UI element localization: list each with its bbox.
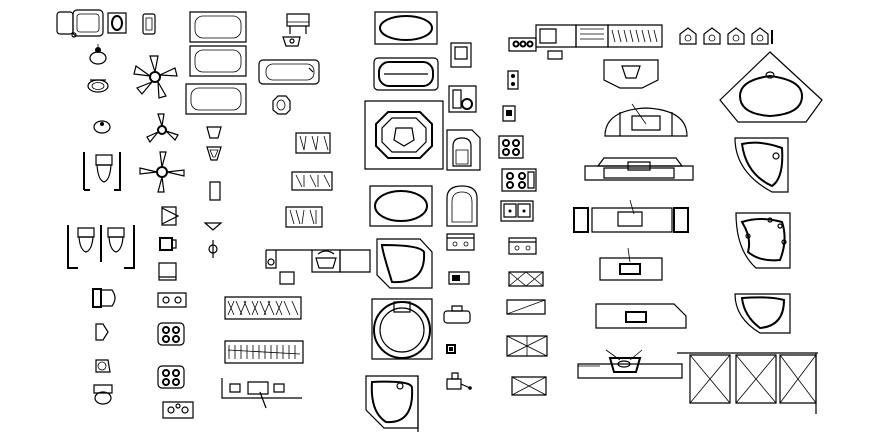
hob-four-burner-c-symbol bbox=[499, 136, 523, 158]
sink-small-oval-symbol bbox=[444, 306, 470, 323]
urinal-small-symbol bbox=[143, 14, 155, 34]
wall-basin-side-symbol bbox=[283, 37, 300, 46]
vanity-unit-a-symbol bbox=[296, 133, 330, 153]
vanity-sink-detail-symbol bbox=[578, 350, 682, 378]
basin-small-symbol bbox=[94, 121, 110, 133]
kitchen-run-a-symbol bbox=[225, 297, 301, 319]
bathtub-rect-b-symbol bbox=[190, 46, 246, 76]
toilet-small-symbol bbox=[96, 360, 110, 372]
vanity-double-end-symbol bbox=[574, 200, 688, 232]
wall-basin-round-symbol bbox=[90, 44, 106, 64]
ceiling-fan-five-blade-icon bbox=[134, 56, 177, 98]
fridge-top-symbol bbox=[451, 43, 471, 67]
hatched-kitchen-strip-symbol bbox=[536, 25, 662, 59]
basin-pedestal-side-symbol bbox=[162, 207, 178, 225]
hob-two-burner-small-symbol bbox=[509, 38, 536, 51]
oval-bath-in-frame-symbol bbox=[375, 12, 437, 44]
cross-box-a-symbol bbox=[509, 272, 543, 286]
vanity-speckle-counter-symbol bbox=[600, 248, 662, 280]
double-sink-symbol bbox=[501, 201, 533, 221]
corner-bath-shell-symbol bbox=[735, 138, 788, 192]
ceiling-fan-three-blade-icon bbox=[147, 114, 178, 142]
wc-pan-small-a-symbol bbox=[207, 127, 221, 138]
stove-two-burner-symbol bbox=[447, 234, 474, 250]
triple-cross-panel-symbol bbox=[677, 353, 818, 414]
oven-arched-symbol bbox=[447, 186, 477, 226]
corner-bath-jacuzzi-symbol bbox=[736, 213, 790, 268]
hob-four-burner-b-symbol bbox=[158, 366, 184, 388]
cross-box-d-symbol bbox=[512, 377, 546, 395]
basin-oval-symbol bbox=[88, 80, 108, 92]
vanity-unit-b-symbol bbox=[292, 172, 332, 190]
corner-bath-large-symbol bbox=[720, 52, 822, 122]
round-spa-tub-symbol bbox=[372, 299, 432, 359]
bath-with-rim-symbol bbox=[374, 58, 438, 90]
crosshatch-panel-symbol bbox=[340, 250, 370, 272]
washing-machine-small-symbol bbox=[160, 238, 176, 250]
toilet-cubicle-symbol bbox=[84, 152, 120, 190]
wc-pan-small-b-symbol bbox=[207, 147, 221, 160]
tap-valve-symbol bbox=[209, 240, 217, 258]
corner-bath-b-symbol bbox=[366, 376, 418, 432]
corner-bath-a-symbol bbox=[377, 239, 432, 288]
hob-two-burner-symbol bbox=[158, 293, 186, 307]
drain-point-symbol bbox=[447, 345, 455, 353]
hob-four-burner-d-symbol bbox=[502, 169, 536, 191]
kitchen-layout-detail-symbol bbox=[222, 378, 302, 408]
kitchen-sink-elevation-symbol bbox=[312, 250, 340, 272]
cross-box-c-symbol bbox=[507, 336, 547, 356]
kettle-appliance-symbol bbox=[447, 373, 472, 390]
double-toilet-cubicle-symbol bbox=[68, 225, 134, 268]
floor-drain-symbol bbox=[273, 96, 290, 114]
vanity-unit-c-symbol bbox=[286, 207, 322, 227]
square-sink-symbol bbox=[159, 263, 176, 280]
cooktop-symbol bbox=[509, 238, 536, 254]
hob-four-burner-a-symbol bbox=[158, 323, 184, 345]
oval-bath-frame-b-symbol bbox=[370, 186, 432, 226]
washer-dryer-symbol bbox=[449, 86, 476, 112]
wall-lamp-row-symbol bbox=[680, 28, 772, 44]
toilet-top-view-symbol bbox=[57, 10, 103, 37]
shower-head-symbol bbox=[205, 223, 221, 230]
bathtub-rect-a-symbol bbox=[190, 12, 246, 42]
hob-three-burner-symbol bbox=[163, 402, 193, 418]
octagon-shower-tray-symbol bbox=[365, 101, 443, 169]
hob-unit-small-b-symbol bbox=[503, 106, 515, 121]
tall-cabinet-symbol bbox=[210, 182, 220, 200]
corner-bath-quarter-symbol bbox=[735, 294, 790, 333]
bidet-symbol bbox=[108, 13, 126, 33]
ceiling-fan-four-blade-icon bbox=[140, 152, 184, 192]
hob-unit-small-a-symbol bbox=[508, 71, 518, 89]
toilet-front-symbol bbox=[93, 289, 115, 307]
bathtub-rect-c-symbol bbox=[186, 84, 246, 114]
vanity-arch-symbol bbox=[605, 104, 687, 136]
vanity-grain-counter-symbol bbox=[585, 158, 693, 180]
bidet-small-symbol bbox=[96, 324, 108, 340]
wall-cabinet-symbol bbox=[287, 14, 309, 34]
microwave-small-symbol bbox=[449, 272, 469, 284]
bathtub-side-symbol bbox=[259, 60, 319, 84]
hatched-counter-symbol bbox=[266, 250, 312, 284]
range-cooker-symbol bbox=[447, 130, 480, 170]
toilet-elevation-symbol bbox=[94, 385, 112, 404]
kitchen-run-b-symbol bbox=[225, 341, 303, 363]
vanity-wood-counter-symbol bbox=[596, 304, 686, 328]
cross-box-b-symbol bbox=[507, 300, 545, 314]
vanity-basin-wedge-symbol bbox=[604, 60, 658, 88]
